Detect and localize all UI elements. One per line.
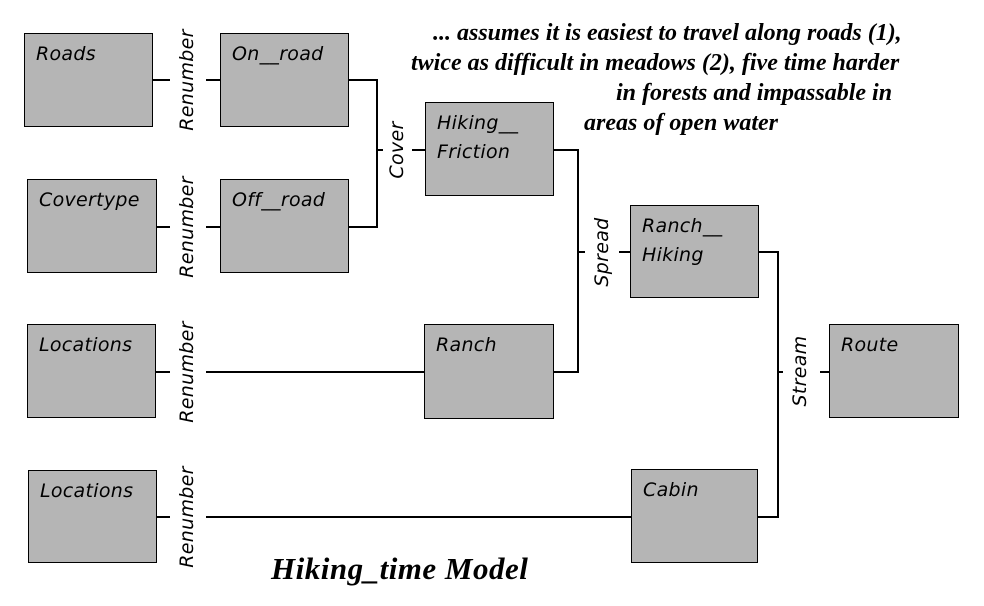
annotation-line: areas of open water xyxy=(584,110,778,136)
node-label: Off__road xyxy=(232,189,326,211)
connector-cabin-out xyxy=(758,516,778,518)
annotation-line: ... assumes it is easiest to travel alon… xyxy=(433,20,902,46)
connector-off-road-out xyxy=(349,226,377,228)
connector-locations1-to-ranch xyxy=(206,371,424,373)
model-node-off-road: Off__road xyxy=(220,179,349,273)
model-node-cabin: Cabin xyxy=(631,469,758,563)
connector-ranch-out xyxy=(554,371,578,373)
model-node-ranch-hiking: Ranch__Hiking xyxy=(630,205,759,298)
node-label: Cabin xyxy=(643,479,699,501)
connector-cover-left xyxy=(377,149,383,151)
connector-stream-left xyxy=(778,371,783,373)
model-node-on-road: On__road xyxy=(220,33,349,127)
connector-hiking-friction-out xyxy=(554,149,578,151)
connector-spread-right xyxy=(619,251,630,253)
annotation-line: in forests and impassable in xyxy=(616,80,893,106)
operator-label-renumber-3: Renumber xyxy=(176,321,198,423)
node-label: Locations xyxy=(39,334,133,356)
model-node-roads: Roads xyxy=(24,33,153,127)
node-label: Hiking__Friction xyxy=(437,112,519,163)
connector-cover-right xyxy=(412,149,425,151)
node-label: Locations xyxy=(40,480,134,502)
connector-on-road-in xyxy=(206,79,220,81)
connector-locations2-to-cabin xyxy=(206,516,631,518)
connector-off-road-in xyxy=(206,226,220,228)
operator-label-renumber-1: Renumber xyxy=(176,29,198,131)
node-label: On__road xyxy=(232,43,324,65)
node-label: Ranch xyxy=(436,334,497,356)
connector-ranch-hiking-out xyxy=(759,251,778,253)
operator-label-stream: Stream xyxy=(789,335,811,407)
connector-covertype-out xyxy=(157,226,170,228)
node-label: Covertype xyxy=(39,189,140,211)
model-node-locations-2: Locations xyxy=(28,470,157,563)
model-node-locations-1: Locations xyxy=(27,324,156,418)
node-label: Route xyxy=(841,334,899,356)
diagram-title: Hiking_time Model xyxy=(271,551,529,586)
connector-spread-left xyxy=(578,251,585,253)
operator-label-spread: Spread xyxy=(591,217,613,287)
model-node-hiking-friction: Hiking__Friction xyxy=(425,102,554,196)
model-node-ranch: Ranch xyxy=(424,324,554,419)
connector-cover-bus xyxy=(376,79,378,228)
connector-stream-bus xyxy=(777,251,779,518)
connector-locations2-out xyxy=(157,516,170,518)
connector-locations1-out xyxy=(156,371,170,373)
node-label: Roads xyxy=(36,43,96,65)
model-node-covertype: Covertype xyxy=(27,179,157,273)
connector-stream-right xyxy=(820,371,829,373)
operator-label-renumber-4: Renumber xyxy=(176,466,198,568)
operator-label-renumber-2: Renumber xyxy=(176,176,198,278)
node-label: Ranch__Hiking xyxy=(642,215,723,266)
annotation-line: twice as difficult in meadows (2), five … xyxy=(411,50,900,76)
operator-label-cover: Cover xyxy=(386,121,408,179)
connector-on-road-out xyxy=(349,79,377,81)
connector-roads-out xyxy=(153,79,170,81)
connector-spread-bus xyxy=(577,149,579,373)
model-node-route: Route xyxy=(829,324,959,418)
